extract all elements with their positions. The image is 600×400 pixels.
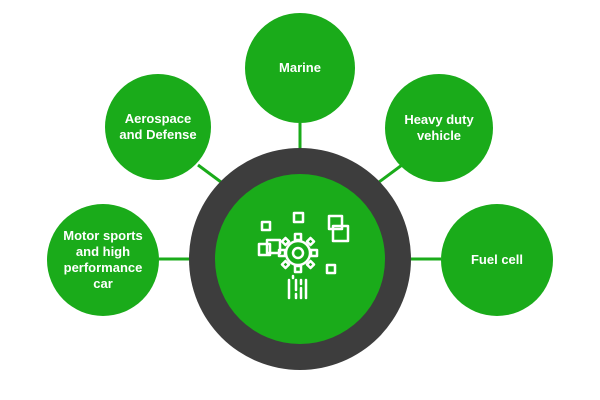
node-motor-sports: Motor sports and high performance car	[47, 204, 159, 316]
node-fuel-cell: Fuel cell	[441, 204, 553, 316]
node-heavy-duty-vehicle: Heavy duty vehicle	[385, 74, 493, 182]
center-core	[215, 174, 385, 344]
node-label-marine: Marine	[279, 60, 321, 75]
node-marine: Marine	[245, 13, 355, 123]
node-label-aerospace-defense: Aerospace and Defense	[119, 111, 197, 142]
node-label-heavy-duty-vehicle: Heavy duty vehicle	[404, 112, 474, 143]
node-aerospace-defense: Aerospace and Defense	[105, 74, 211, 180]
node-label-motor-sports: Motor sports and high performance car	[63, 228, 143, 291]
gear-with-pixel-squares-icon	[257, 211, 350, 300]
node-label-fuel-cell: Fuel cell	[470, 252, 524, 267]
